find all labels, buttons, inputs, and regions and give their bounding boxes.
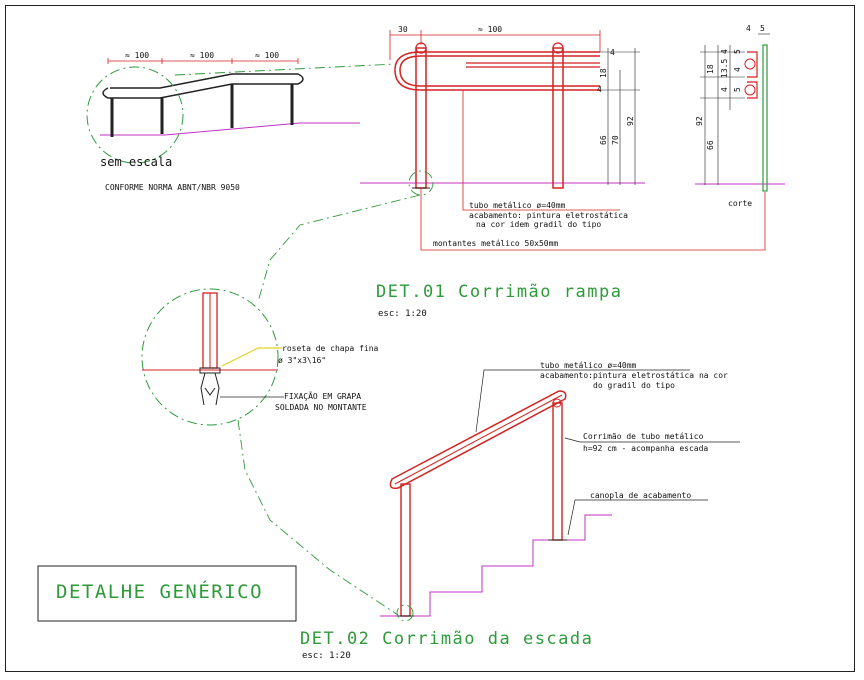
roseta-note-1: roseta de chapa fina [282,344,379,353]
fix-note-1: FIXAÇÃO EM GRAPA [284,391,361,401]
det02-scale: esc: 1:20 [302,651,351,661]
corte-dim-5: 5 [760,24,765,33]
corte-dim-13-5: 13.5 [720,59,729,78]
sketch-dim-3: ≈ 100 [255,51,279,60]
corte-label: corte [728,199,752,208]
corte-dim-s5: 4 [733,67,742,72]
det02-note-canopla: canopla de acabamento [590,491,691,500]
norma-note: CONFORME NORMA ABNT/NBR 9050 [105,183,240,192]
det02-note-corr-2: h=92 cm - acompanha escada [583,444,708,453]
drawing-frame [5,5,855,672]
dim-r-66: 66 [599,135,608,145]
fix-note-2: SOLDADA NO MONTANTE [275,403,367,412]
det02-note-tube-3: do gradil do tipo [593,381,675,390]
generic-label: DETALHE GENÉRICO [56,580,263,603]
det02-note-corr-1: Corrimão de tubo metálico [583,432,704,441]
dim-30: 30 [398,25,408,34]
generic-label-box [37,565,297,622]
sketch-dim-2: ≈ 100 [190,51,214,60]
corte-dim-s1: 4 [720,49,729,54]
det01-note-tube-1: tubo metálico ø=40mm [469,201,566,210]
det02-title: DET.02 Corrimão da escada [300,629,593,649]
sketch-note: sem escala [100,155,172,169]
det02-stair: tubo metálico ø=40mm acabamento:pintura … [380,361,740,622]
corte-dim-s2: 5 [733,49,742,54]
corte-dim-4: 4 [746,24,751,33]
det02-note-tube-2: acabamento:pintura eletrostática na cor [540,371,728,380]
corte-dim-66: 66 [706,140,715,150]
det01-note-montante: montantes metálico 50x50mm [433,239,558,248]
det01-scale: esc: 1:20 [378,309,427,319]
corte-dim-18: 18 [706,64,715,74]
dim-r-92: 92 [626,116,635,126]
det01-note-tube-3: na cor idem gradil do tipo [476,220,601,229]
corte-dim-s3: 4 [720,87,729,92]
det01-title: DET.01 Corrimão rampa [376,282,622,302]
dim-r-4a: 4 [610,48,615,57]
det01-note-tube-2: acabamento: pintura eletrostática [469,211,628,220]
roseta-note-2: ø 3"x3\16" [278,356,326,365]
corte-dim-92: 92 [695,116,704,126]
generic-detail: roseta de chapa fina ø 3"x3\16" FIXAÇÃO … [141,288,379,426]
ramp-sketch: ≈ 100 ≈ 100 ≈ 100 sem escala CONFORME NO… [86,51,360,192]
sketch-dim-1: ≈ 100 [125,51,149,60]
det02-note-tube-1: tubo metálico ø=40mm [540,361,637,370]
dim-r-4b: 4 [597,85,602,94]
det01-elevation: 30 ≈ 100 4 18 4 66 70 92 tubo metálico ø… [360,25,766,251]
dim-r-70: 70 [611,135,620,145]
dim-100: ≈ 100 [478,25,502,34]
corte-section: 4 5 18 13.5 66 92 4 5 4 5 4 corte [695,24,785,208]
dim-r-18: 18 [599,68,608,78]
corte-dim-s4: 5 [733,87,742,92]
